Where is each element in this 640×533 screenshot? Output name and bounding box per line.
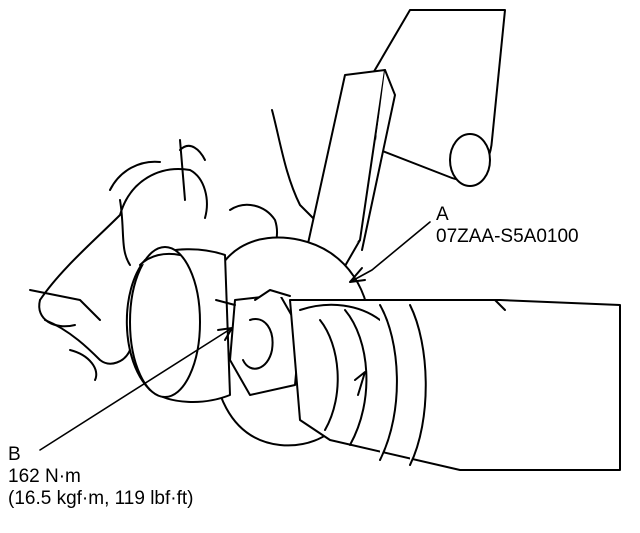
callout-b: B 162 N·m (16.5 kgf·m, 119 lbf·ft) <box>8 444 194 510</box>
leader-line-a <box>349 221 431 283</box>
callout-b-torque-alt: (16.5 kgf·m, 119 lbf·ft) <box>8 488 194 509</box>
leader-lines <box>39 221 431 451</box>
arrow-head-a <box>349 267 366 283</box>
leader-line-b <box>39 327 233 451</box>
cv-boot <box>289 299 621 471</box>
callout-a: A 07ZAA-S5A0100 <box>436 204 579 248</box>
knuckle-outline <box>29 109 316 381</box>
callout-b-torque-nm: 162 N·m <box>8 466 81 487</box>
callout-a-letter: A <box>436 204 449 225</box>
callout-b-letter: B <box>8 444 21 465</box>
callout-a-part-number: 07ZAA-S5A0100 <box>436 226 579 247</box>
arrow-head-b <box>217 327 233 341</box>
